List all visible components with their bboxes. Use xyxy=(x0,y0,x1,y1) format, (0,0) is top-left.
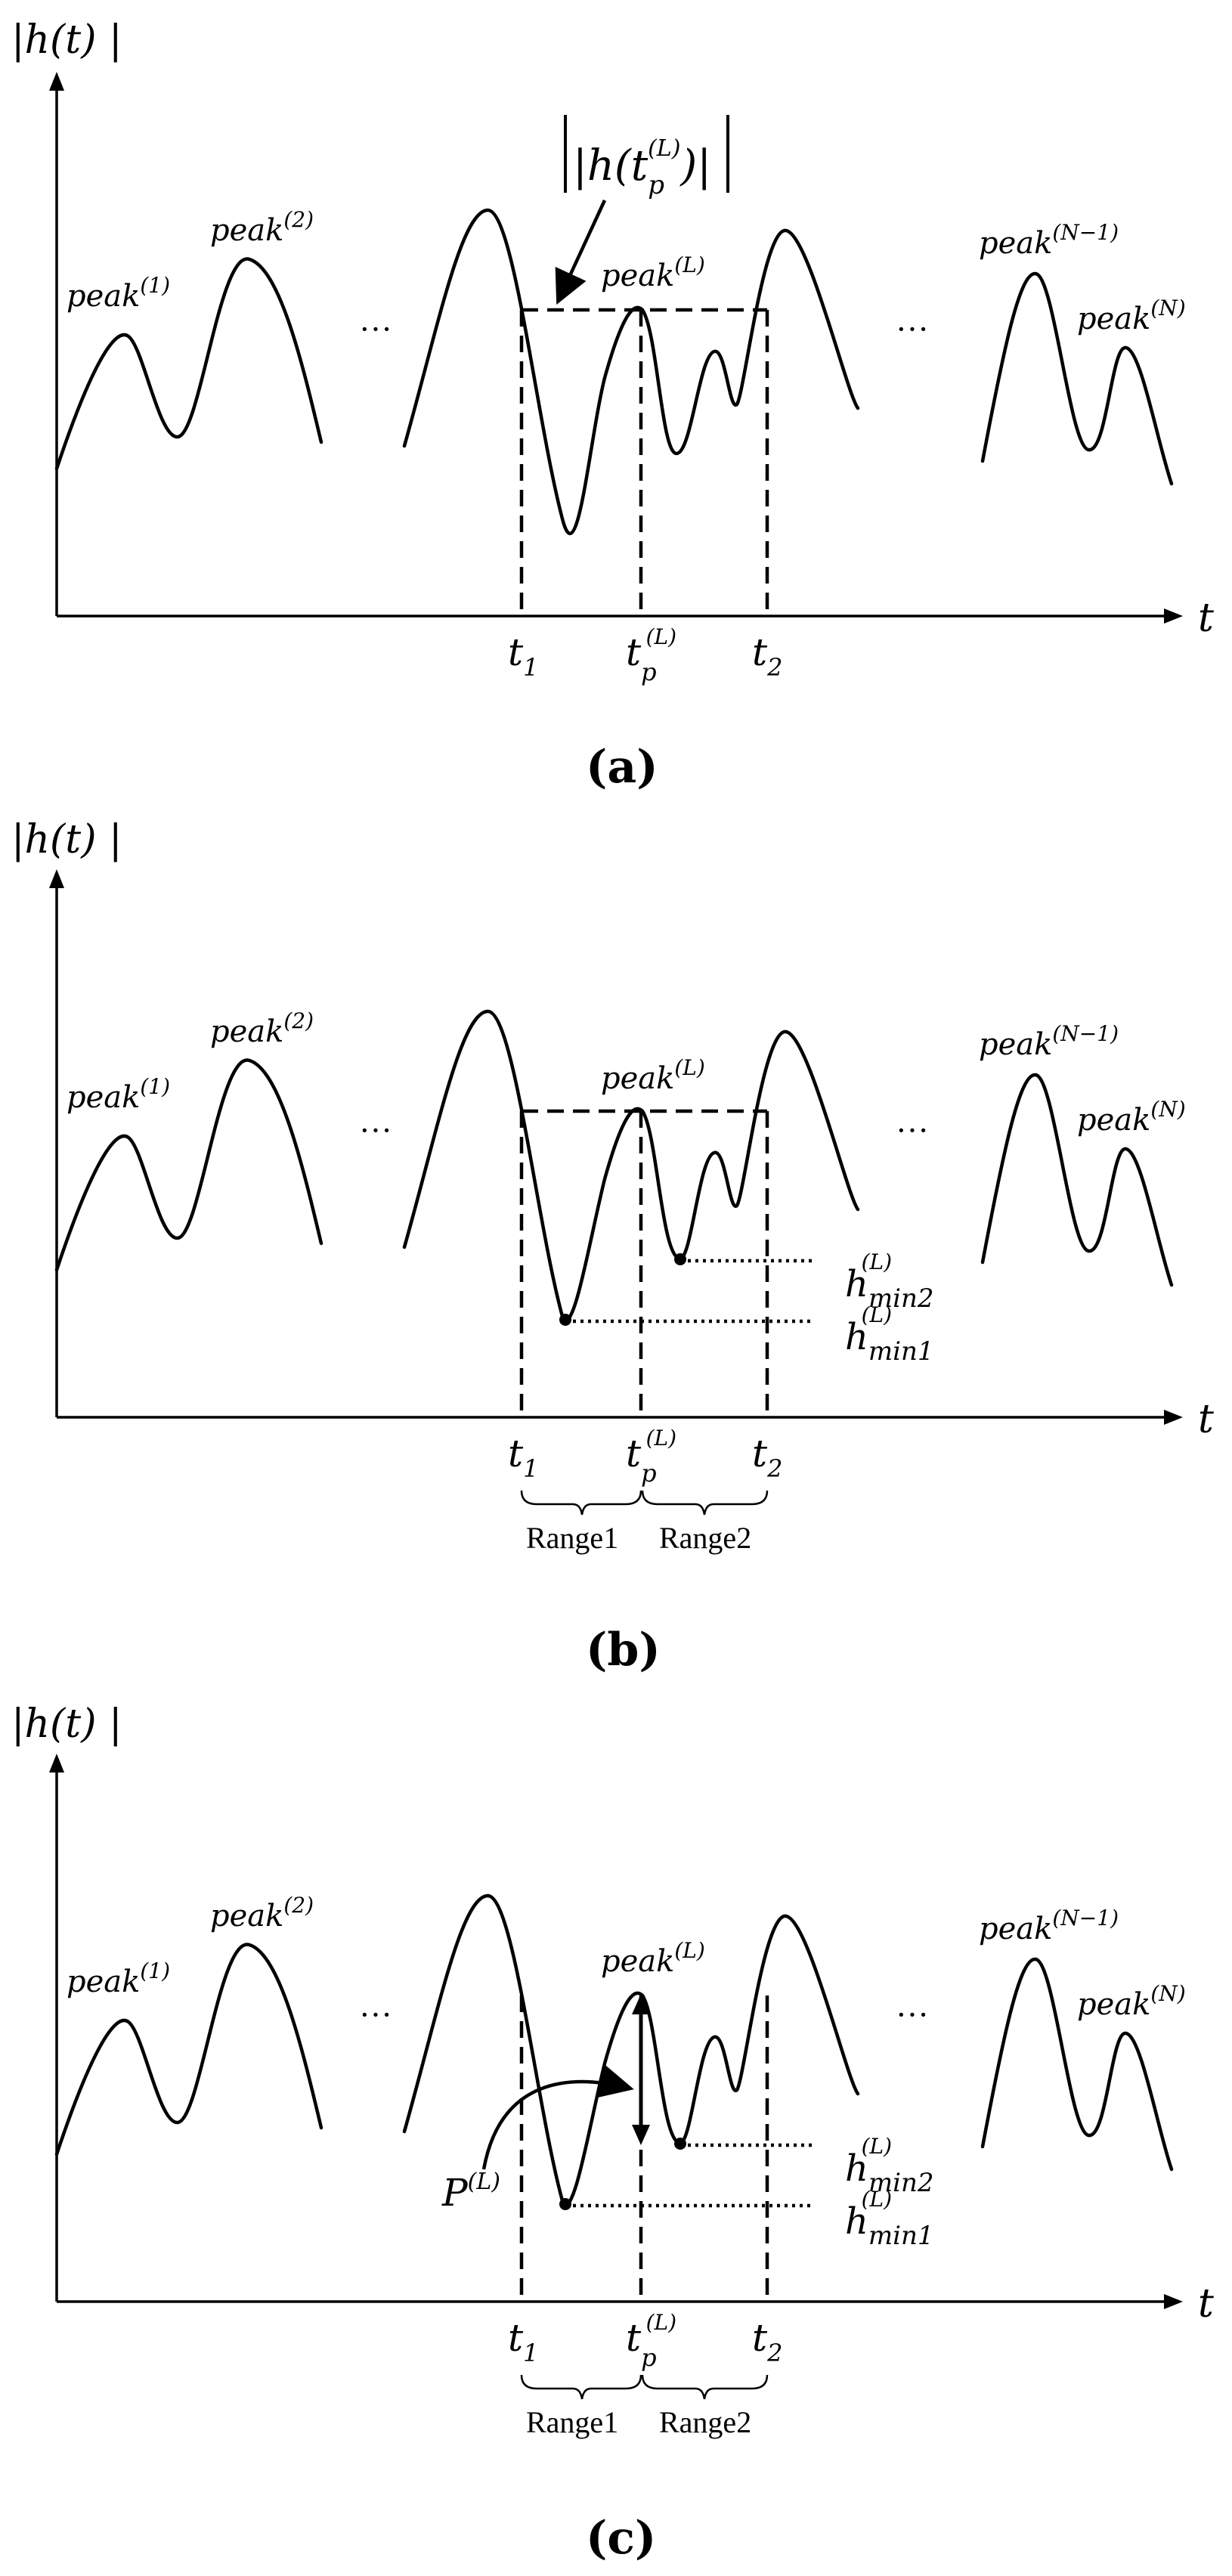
y-axis-arrow xyxy=(49,1754,64,1773)
hmin2-point xyxy=(674,2138,686,2150)
hmin1-point xyxy=(559,2198,571,2210)
peak-1-label: peak(1) xyxy=(67,273,170,314)
y-axis-label: |h(t) | xyxy=(11,1701,122,1747)
hmin2-label: hmin2(L) xyxy=(845,1249,934,1314)
y-axis-arrow xyxy=(49,72,64,91)
panel-b: |h(t) | t hmin2(L) hmin1(L) peak(1) peak… xyxy=(11,817,1214,1677)
ellipsis-right: ··· xyxy=(896,1112,929,1149)
hmin1-point xyxy=(559,1314,571,1326)
ellipsis-left: ··· xyxy=(359,311,392,348)
peak-N-1-label: peak(N−1) xyxy=(979,1021,1119,1062)
hmin1-label: hmin1(L) xyxy=(845,2187,934,2251)
range1-label: Range1 xyxy=(526,2405,618,2439)
caption-c: (c) xyxy=(586,2512,656,2565)
peak-N-label: peak(N) xyxy=(1077,1981,1186,2022)
peak-N-1-label: peak(N−1) xyxy=(979,1906,1119,1946)
peak-N-label: peak(N) xyxy=(1077,1097,1186,1138)
panel-a: |h(t) | t |h(tp(L))| peak(1) peak(2) pea… xyxy=(11,17,1214,794)
range1-brace xyxy=(520,2374,642,2400)
peak-N-1-label: peak(N−1) xyxy=(979,220,1119,261)
range2-brace xyxy=(641,2374,769,2400)
y-axis-label: |h(t) | xyxy=(11,17,122,63)
curve-left xyxy=(54,257,323,471)
peak-L-label: peak(L) xyxy=(601,1055,705,1096)
peak-2-label: peak(2) xyxy=(210,207,314,248)
t1-label: t1 xyxy=(508,2316,538,2367)
curve-middle xyxy=(402,1009,860,1323)
peak-2-label: peak(2) xyxy=(210,1893,314,1934)
ellipsis-right: ··· xyxy=(896,311,929,348)
t1-label: t1 xyxy=(508,1432,538,1483)
caption-a: (a) xyxy=(586,741,658,794)
x-axis-arrow xyxy=(1164,2294,1183,2309)
peak-N-label: peak(N) xyxy=(1077,296,1186,336)
range2-brace xyxy=(641,1490,769,1516)
prominence-arrow-down xyxy=(632,2125,650,2145)
peak-height-arrow xyxy=(555,200,607,305)
tp-label: tp(L) xyxy=(626,1426,676,1488)
peak-1-label: peak(1) xyxy=(67,1958,170,1999)
tp-label: tp(L) xyxy=(626,624,676,686)
x-axis-label: t xyxy=(1198,596,1214,641)
y-axis-arrow xyxy=(49,869,64,888)
curve-middle xyxy=(402,1893,860,2207)
ellipsis-left: ··· xyxy=(359,1996,392,2033)
peak-height-label: |h(tp(L))| xyxy=(573,135,711,200)
range2-label: Range2 xyxy=(659,1521,751,1555)
t2-label: t2 xyxy=(752,1432,782,1483)
prominence-arrow-up xyxy=(632,1994,650,2014)
x-axis-label: t xyxy=(1198,1397,1214,1442)
curve-left xyxy=(54,1943,323,2156)
hmin2-point xyxy=(674,1253,686,1265)
peak-L-label: peak(L) xyxy=(601,252,705,293)
prominence-label: P(L) xyxy=(441,2169,500,2215)
hmin1-label: hmin1(L) xyxy=(845,1302,934,1367)
hmin2-label: hmin2(L) xyxy=(845,2134,934,2198)
x-axis-arrow xyxy=(1164,608,1183,624)
curve-left xyxy=(54,1058,323,1272)
t1-label: t1 xyxy=(508,630,538,682)
prominence-pointer xyxy=(481,2064,634,2170)
panel-c: |h(t) | t P(L) hmin2(L) hmin1(L) peak(1)… xyxy=(11,1701,1214,2565)
range1-label: Range1 xyxy=(526,1521,618,1555)
peak-1-label: peak(1) xyxy=(67,1074,170,1115)
curve-right xyxy=(980,1073,1174,1287)
tp-label: tp(L) xyxy=(626,2310,676,2372)
peak-2-label: peak(2) xyxy=(210,1008,314,1049)
ellipsis-left: ··· xyxy=(359,1112,392,1149)
range1-brace xyxy=(520,1490,642,1516)
curve-middle xyxy=(402,208,860,536)
curve-right xyxy=(980,1957,1174,2172)
peak-L-label: peak(L) xyxy=(601,1938,705,1979)
y-axis-label: |h(t) | xyxy=(11,817,122,862)
range2-label: Range2 xyxy=(659,2405,751,2439)
t2-label: t2 xyxy=(752,630,782,682)
x-axis-arrow xyxy=(1164,1410,1183,1425)
t2-label: t2 xyxy=(752,2316,782,2367)
x-axis-label: t xyxy=(1198,2281,1214,2327)
curve-right xyxy=(980,271,1174,486)
caption-b: (b) xyxy=(586,1624,661,1677)
ellipsis-right: ··· xyxy=(896,1996,929,2033)
